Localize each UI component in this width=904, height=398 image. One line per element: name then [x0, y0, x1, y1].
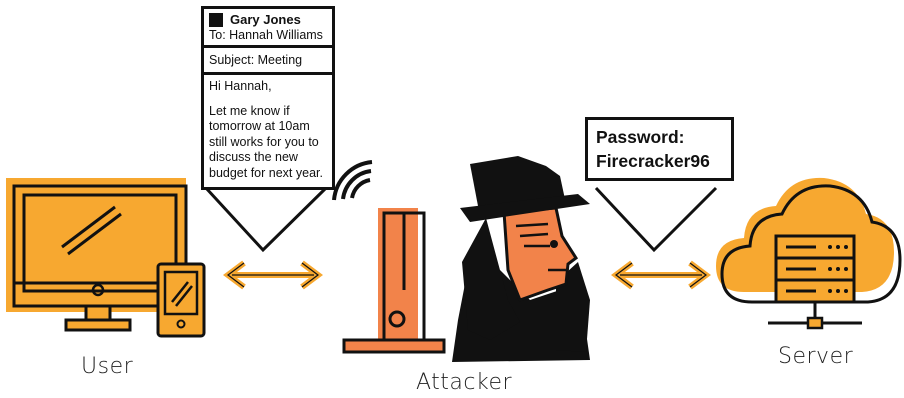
email-header: Gary Jones To: Hannah Williams [204, 9, 332, 48]
password-pointer [594, 186, 718, 253]
cloud-server-icon [716, 177, 902, 330]
monitor-icon [6, 178, 188, 332]
password-label: Password: [596, 127, 685, 147]
wifi-signal-icon [332, 160, 373, 201]
email-greeting: Hi Hannah, [209, 79, 272, 93]
email-body-text: Let me know if tomorrow at 10am still wo… [209, 103, 323, 180]
password-value: Firecracker96 [596, 151, 710, 171]
user-label: User [81, 354, 134, 379]
email-subject: Subject: Meeting [204, 48, 332, 75]
router-icon [342, 208, 446, 354]
email-message-card: Gary Jones To: Hannah Williams Subject: … [201, 6, 335, 190]
email-to: To: Hannah Williams [209, 28, 323, 42]
attacker-label: Attacker [416, 370, 513, 395]
double-arrow-icon [611, 260, 711, 290]
double-arrow-icon [223, 260, 323, 290]
avatar [209, 12, 223, 27]
email-body: Hi Hannah, Let me know if tomorrow at 10… [204, 75, 332, 187]
email-from: Gary Jones [230, 12, 301, 27]
attacker-icon [452, 156, 590, 362]
phone-icon [156, 262, 206, 338]
email-pointer [204, 186, 328, 253]
server-label: Server [778, 344, 854, 369]
password-note: Password: Firecracker96 [585, 117, 734, 181]
